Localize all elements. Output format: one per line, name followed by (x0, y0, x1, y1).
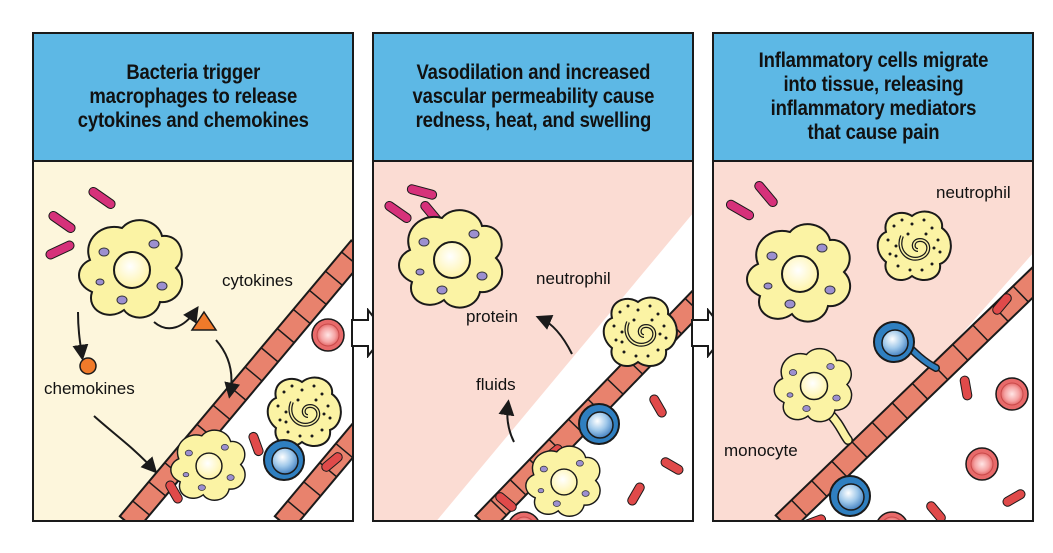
panel-2-header: Vasodilation and increased vascular perm… (374, 34, 692, 162)
red-blood-cell (311, 318, 345, 352)
vessel-wall-upper (774, 236, 1032, 520)
label-neutrophil: neutrophil (936, 183, 1011, 202)
panel-3-header: Inflammatory cells migrate into tissue, … (714, 34, 1032, 162)
label-fluids: fluids (476, 375, 516, 394)
panel-1-body: cytokines chemokines (34, 162, 352, 520)
panel-1-title: Bacteria trigger macrophages to release … (77, 61, 309, 132)
panel-3: Inflammatory cells migrate into tissue, … (712, 32, 1034, 522)
panel-1-illustration: cytokines chemokines (34, 162, 352, 520)
lymphocyte-migrating (873, 321, 940, 372)
arrow-to-cytokines (153, 306, 199, 330)
lymphocyte (829, 475, 871, 517)
arrow-chemokines-to-vessel (93, 415, 158, 474)
lymphocyte (578, 403, 620, 445)
panel-3-title: Inflammatory cells migrate into tissue, … (758, 49, 988, 144)
panel-3-body: neutrophil monocyte (714, 162, 1032, 520)
label-monocyte: monocyte (724, 441, 798, 460)
neutrophil-in-tissue (875, 209, 953, 283)
panel-3-illustration: neutrophil monocyte (714, 162, 1032, 520)
panel-2-body: neutrophil protein fluids (374, 162, 692, 520)
chemokine-circle-icon (79, 357, 97, 375)
panel-1: Bacteria trigger macrophages to release … (32, 32, 354, 522)
label-chemokines: chemokines (44, 379, 135, 398)
arrow-cytokines-to-vessel (215, 339, 241, 399)
lymphocyte (263, 439, 305, 481)
arrow-protein (535, 315, 573, 355)
panel-2-illustration: neutrophil protein fluids (374, 162, 692, 520)
neutrophil (265, 375, 343, 449)
arrow-fluids (498, 399, 515, 443)
panel-2: Vasodilation and increased vascular perm… (372, 32, 694, 522)
monocyte (773, 347, 853, 445)
red-blood-cell (965, 447, 999, 481)
arrow-to-chemokines (72, 311, 89, 361)
panel-2-title: Vasodilation and increased vascular perm… (412, 61, 654, 132)
neutrophil-migrating (601, 295, 679, 369)
label-neutrophil: neutrophil (536, 269, 611, 288)
label-protein: protein (466, 307, 518, 326)
red-blood-cell (995, 377, 1029, 411)
panel-1-header: Bacteria trigger macrophages to release … (34, 34, 352, 162)
cytokine-triangle-icon (190, 310, 218, 331)
label-cytokines: cytokines (222, 271, 293, 290)
